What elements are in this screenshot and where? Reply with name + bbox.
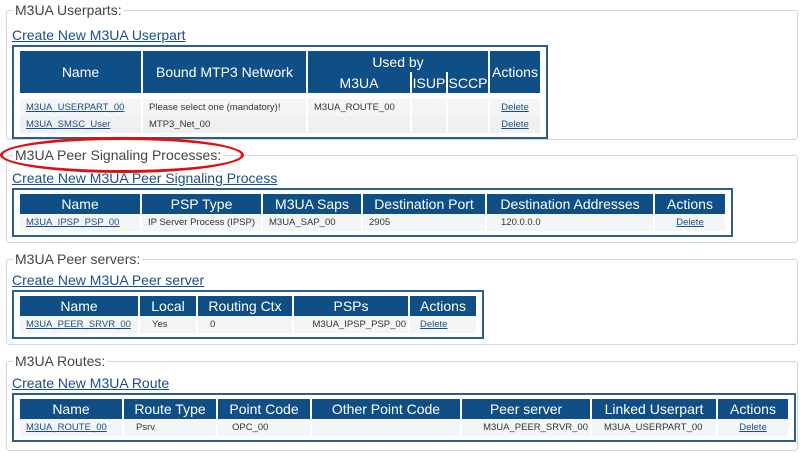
delete-link[interactable]: Delete [718,419,788,436]
routing-ctx-cell: 0 [198,316,292,333]
col-name: Name [20,399,122,419]
m3ua-cell: M3UA_ROUTE_00 [308,99,410,116]
routes-table: Name Route Type Point Code Other Point C… [18,399,790,436]
peer-processes-table-wrap: Name PSP Type M3UA Saps Destination Port… [12,188,733,237]
bound-network-cell: MTP3_Net_00 [143,116,306,133]
col-routing-ctx: Routing Ctx [198,296,292,316]
col-actions: Actions [410,296,476,316]
routes-table-wrap: Name Route Type Point Code Other Point C… [12,393,796,442]
delete-link[interactable]: Delete [410,316,476,333]
table-row: M3UA_ROUTE_00 Psrv OPC_00 M3UA_PEER_SRVR… [20,419,788,436]
peer-server-cell: M3UA_PEER_SRVR_00 [462,419,590,436]
col-actions: Actions [490,51,540,93]
userpart-name-link[interactable]: M3UA_USERPART_00 [20,99,141,116]
route-type-cell: Psrv [124,419,216,436]
col-actions: Actions [718,399,788,419]
psp-type-cell: IP Server Process (IPSP) [142,214,261,231]
col-route-type: Route Type [124,399,216,419]
point-code-cell: OPC_00 [218,419,310,436]
other-point-code-cell [312,419,460,436]
create-peer-process-link[interactable]: Create New M3UA Peer Signaling Process [12,170,278,186]
local-cell: Yes [140,316,196,333]
col-bound-mtp3: Bound MTP3 Network [143,51,306,93]
create-userpart-link[interactable]: Create New M3UA Userpart [12,27,186,43]
delete-link[interactable]: Delete [490,116,540,133]
sccp-cell [448,99,488,116]
col-m3ua-saps: M3UA Saps [263,194,361,214]
linked-userpart-cell: M3UA_USERPART_00 [592,419,716,436]
route-name-link[interactable]: M3UA_ROUTE_00 [20,419,122,436]
col-actions: Actions [655,194,725,214]
col-point-code: Point Code [218,399,310,419]
col-m3ua: M3UA [308,72,410,93]
dest-port-cell: 2905 [363,214,485,231]
col-isup: ISUP [412,72,446,93]
sccp-cell [448,116,488,133]
col-psps: PSPs [294,296,408,316]
peer-processes-table: Name PSP Type M3UA Saps Destination Port… [18,194,727,231]
peer-servers-section: M3UA Peer servers: Create New M3UA Peer … [6,250,798,345]
create-route-link[interactable]: Create New M3UA Route [12,375,170,391]
col-sccp: SCCP [448,72,488,93]
bound-network-cell: Please select one (mandatory)! [143,99,306,116]
dest-addr-cell: 120.0.0.0 [487,214,653,231]
routes-section: M3UA Routes: Create New M3UA Route Name … [6,352,798,451]
userparts-legend: M3UA Userparts: [13,1,124,19]
col-dest-addr: Destination Addresses [487,194,653,214]
userparts-table-wrap: Name Bound MTP3 Network Used by Actions … [12,45,548,139]
col-peer-server: Peer server [462,399,590,419]
col-dest-port: Destination Port [363,194,485,214]
table-row: M3UA_PEER_SRVR_00 Yes 0 M3UA_IPSP_PSP_00… [20,316,476,333]
peer-processes-section: M3UA Peer Signaling Processes: Create Ne… [6,146,798,243]
table-row: M3UA_SMSC_User MTP3_Net_00 Delete [20,116,540,133]
psps-cell: M3UA_IPSP_PSP_00 [294,316,408,333]
delete-link[interactable]: Delete [655,214,725,231]
isup-cell [412,99,446,116]
create-peer-server-link[interactable]: Create New M3UA Peer server [12,272,205,288]
saps-cell: M3UA_SAP_00 [263,214,361,231]
psp-name-link[interactable]: M3UA_IPSP_PSP_00 [20,214,140,231]
col-name: Name [20,194,140,214]
m3ua-cell [308,116,410,133]
delete-link[interactable]: Delete [490,99,540,116]
peer-server-name-link[interactable]: M3UA_PEER_SRVR_00 [20,316,138,333]
col-local: Local [140,296,196,316]
peer-processes-legend: M3UA Peer Signaling Processes: [13,146,224,164]
col-used-by: Used by [308,51,488,72]
peer-servers-legend: M3UA Peer servers: [13,250,143,268]
col-name: Name [20,51,141,93]
col-name: Name [20,296,138,316]
userparts-section: M3UA Userparts: Create New M3UA Userpart… [6,1,798,140]
col-other-point-code: Other Point Code [312,399,460,419]
routes-legend: M3UA Routes: [13,352,108,370]
col-psp-type: PSP Type [142,194,261,214]
isup-cell [412,116,446,133]
col-linked-userpart: Linked Userpart [592,399,716,419]
table-row: M3UA_USERPART_00 Please select one (mand… [20,99,540,116]
userpart-name-link[interactable]: M3UA_SMSC_User [20,116,141,133]
peer-servers-table-wrap: Name Local Routing Ctx PSPs Actions M3UA… [12,290,484,339]
table-row: M3UA_IPSP_PSP_00 IP Server Process (IPSP… [20,214,725,231]
userparts-table: Name Bound MTP3 Network Used by Actions … [18,51,542,133]
peer-servers-table: Name Local Routing Ctx PSPs Actions M3UA… [18,296,478,333]
